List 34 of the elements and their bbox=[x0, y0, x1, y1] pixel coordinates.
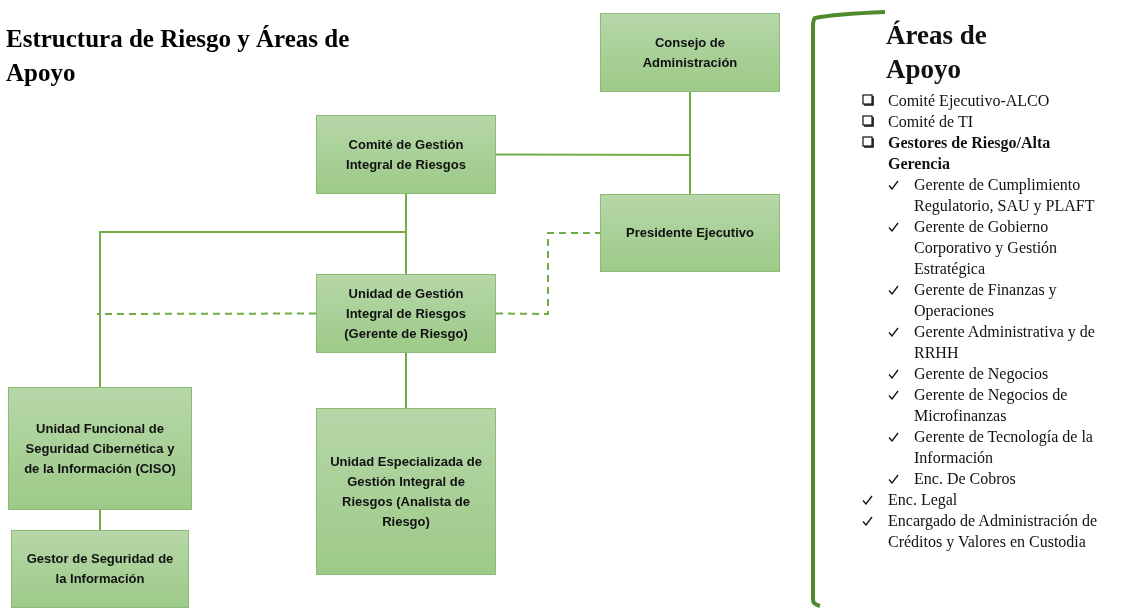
list-item: Gerente de Negocios de Microfinanzas bbox=[914, 385, 1069, 426]
box-label: Unidad de Gestión Integral de Riesgos (Gerente de Riesgo) bbox=[343, 284, 469, 343]
connector-line bbox=[495, 91, 691, 156]
org-box bbox=[600, 13, 780, 92]
org-box bbox=[8, 387, 192, 510]
list-item: Gerente de Gobierno Corporativo y Gestión Estratégica bbox=[914, 217, 1059, 279]
list-item: Encargado de Administración de Créditos y Valores en Custodia bbox=[888, 511, 1098, 552]
org-box bbox=[600, 194, 780, 272]
dashed-connector bbox=[495, 232, 601, 315]
list-item: Gerente de Cumplimiento Regulatorio, SAU y PLAFT bbox=[914, 175, 1096, 216]
diagram-title: Estructura de Riesgo y Áreas de Apoyo bbox=[6, 24, 351, 88]
box-label: Presidente Ejecutivo bbox=[626, 224, 754, 242]
list-item: Gestores de Riesgo/Alta Gerencia bbox=[888, 133, 1052, 174]
panel-heading: Áreas de Apoyo bbox=[886, 19, 988, 86]
org-box bbox=[316, 115, 496, 194]
box-label: Unidad Funcional de Seguridad Cibernética y de la Información (CISO) bbox=[23, 419, 177, 478]
box-label: Gestor de Seguridad de la Información bbox=[25, 550, 175, 588]
list-item: Gerente de Negocios bbox=[914, 364, 1049, 384]
list-item: Comité de TI bbox=[888, 112, 974, 132]
box-label: Consejo de Administración bbox=[641, 33, 739, 72]
org-box bbox=[316, 274, 496, 353]
connector-line bbox=[99, 509, 101, 531]
list-item: Gerente de Tecnología de la Información bbox=[914, 427, 1094, 468]
list-item: Enc. De Cobros bbox=[914, 469, 1016, 489]
list-item: Gerente de Finanzas y Operaciones bbox=[914, 280, 1058, 321]
box-label: Unidad Especializada de Gestión Integral de Riesgos (Analista de Riesgo) bbox=[329, 452, 483, 531]
org-box bbox=[316, 408, 496, 575]
list-item: Comité Ejecutivo-ALCO bbox=[888, 91, 1050, 111]
list-item: Gerente Administrativa y de RRHH bbox=[914, 322, 1096, 363]
box-label: Comité de Gestión Integral de Riesgos bbox=[345, 135, 467, 174]
list-item: Enc. Legal bbox=[888, 490, 958, 510]
org-box bbox=[11, 530, 189, 608]
dashed-connector bbox=[96, 312, 317, 315]
connector-line bbox=[405, 352, 407, 409]
